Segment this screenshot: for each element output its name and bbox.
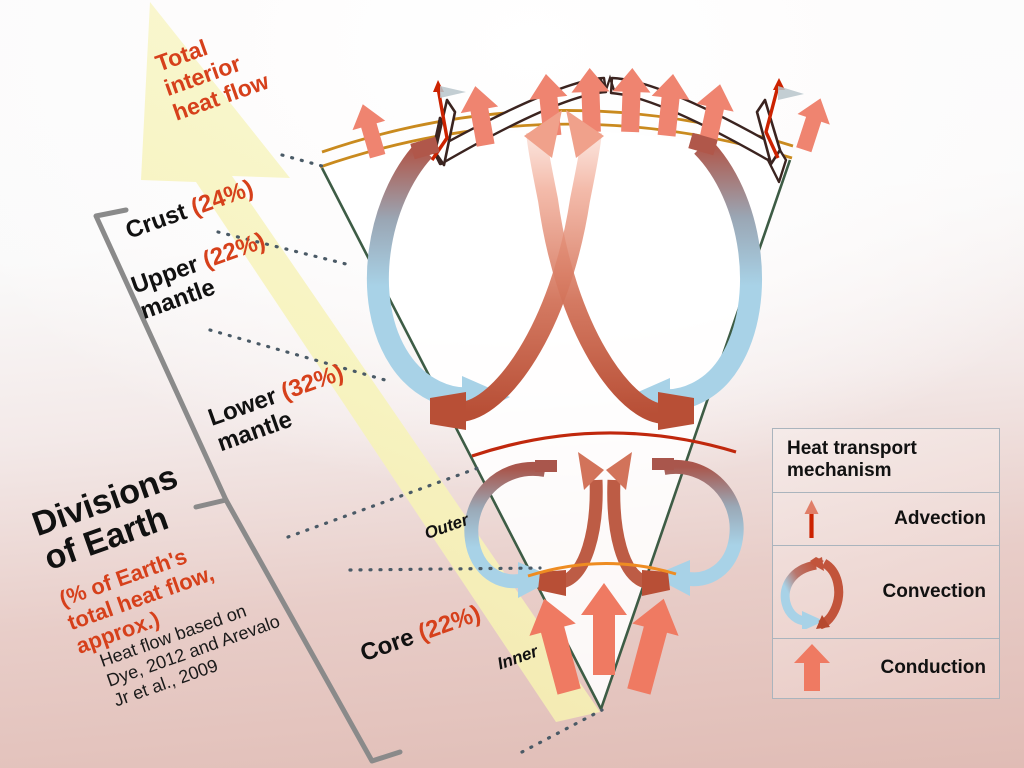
legend-label-advection: Advection (894, 507, 986, 529)
outer-core-convection-left (464, 460, 557, 598)
surface-conduction-arrows (352, 68, 830, 159)
core-mantle-boundary-arc (471, 431, 737, 458)
advection-arrow-right (764, 78, 804, 159)
inner-core-boundary-arc (527, 561, 677, 578)
legend-label-convection: Convection (882, 580, 986, 602)
convection-loop-icon (773, 555, 851, 629)
legend-title-line1: Heat transport (787, 438, 917, 459)
outer-core-convection-right (652, 458, 744, 596)
legend-panel: Heat transport mechanism Advection (772, 428, 1000, 699)
legend-title: Heat transport mechanism (773, 429, 999, 492)
mantle-upwelling-right (524, 110, 694, 430)
outer-core-upwelling-left (538, 452, 604, 596)
legend-label-conduction: Conduction (880, 657, 986, 679)
layer-leader-lines (208, 153, 604, 754)
legend-item-advection: Advection (773, 491, 999, 545)
earth-wedge-body (322, 129, 790, 710)
inner-core-conduction-arrows (529, 583, 679, 695)
legend-item-convection: Convection (773, 544, 999, 638)
legend-title-line2: mechanism (787, 460, 892, 482)
conduction-arrow-icon (773, 643, 851, 693)
divisions-bracket (93, 207, 403, 764)
outer-core-upwelling-right (606, 452, 670, 596)
legend-item-conduction: Conduction (773, 637, 999, 698)
advection-arrow-icon (773, 498, 851, 540)
